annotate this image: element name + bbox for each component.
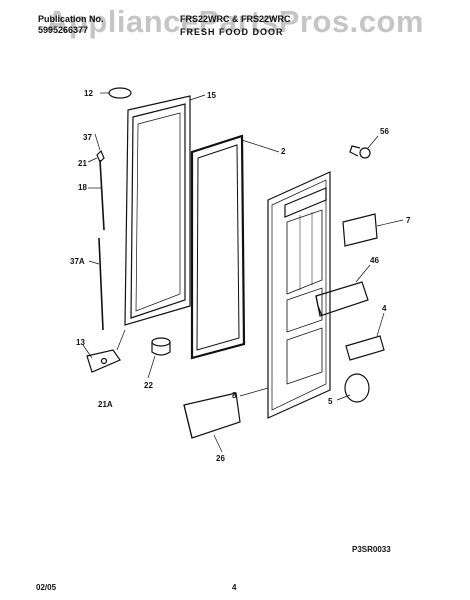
diagram-code: P3SR0033 xyxy=(352,545,391,554)
callout-label: 56 xyxy=(380,127,389,136)
plug-part xyxy=(108,87,132,99)
callout-label: 15 xyxy=(207,91,216,100)
watermark: AppliancePartsPros.com xyxy=(46,4,424,39)
callout-label: 22 xyxy=(144,381,153,390)
callout-label: 8 xyxy=(232,391,237,400)
callout-label: 37A xyxy=(70,257,85,266)
hinge-bracket xyxy=(86,349,121,373)
screw-part xyxy=(349,145,371,159)
callout-label: 37 xyxy=(83,133,92,142)
door-rod-lower xyxy=(98,237,104,331)
callout-label: 4 xyxy=(382,304,387,313)
door-gasket xyxy=(190,134,246,360)
publication-label: Publication No. xyxy=(38,14,104,24)
footer-date: 02/05 xyxy=(36,583,57,592)
bushing-part xyxy=(151,337,171,356)
callout-label: 18 xyxy=(78,183,87,192)
section-title: FRESH FOOD DOOR xyxy=(180,27,284,37)
shelf-bracket xyxy=(345,335,385,361)
callout-label: 13 xyxy=(76,338,85,347)
callout-label: 5 xyxy=(328,397,333,406)
door-frame xyxy=(124,95,191,326)
lower-bin xyxy=(183,392,241,439)
dairy-door-part xyxy=(342,213,378,247)
door-shelf xyxy=(315,281,369,317)
callout-label: 12 xyxy=(84,89,93,98)
callout-label: 7 xyxy=(406,216,411,225)
model-numbers: FRS22WRC & FRS22WRC xyxy=(180,14,291,24)
callout-label: 46 xyxy=(370,256,379,265)
leader-lines xyxy=(82,92,404,453)
page-number: 4 xyxy=(232,583,237,592)
callout-labels: 12 15 37 21 18 2 56 7 37A 46 4 13 22 8 5… xyxy=(70,89,411,463)
hinge-part xyxy=(96,149,105,164)
callout-label: 2 xyxy=(281,147,286,156)
cover-part xyxy=(344,373,370,403)
publication-number: 5995266377 xyxy=(38,25,89,35)
door-rod xyxy=(99,159,105,231)
door-liner xyxy=(267,171,331,419)
callout-label: 21 xyxy=(78,159,87,168)
callout-label: 21A xyxy=(98,400,113,409)
callout-label: 26 xyxy=(216,454,225,463)
